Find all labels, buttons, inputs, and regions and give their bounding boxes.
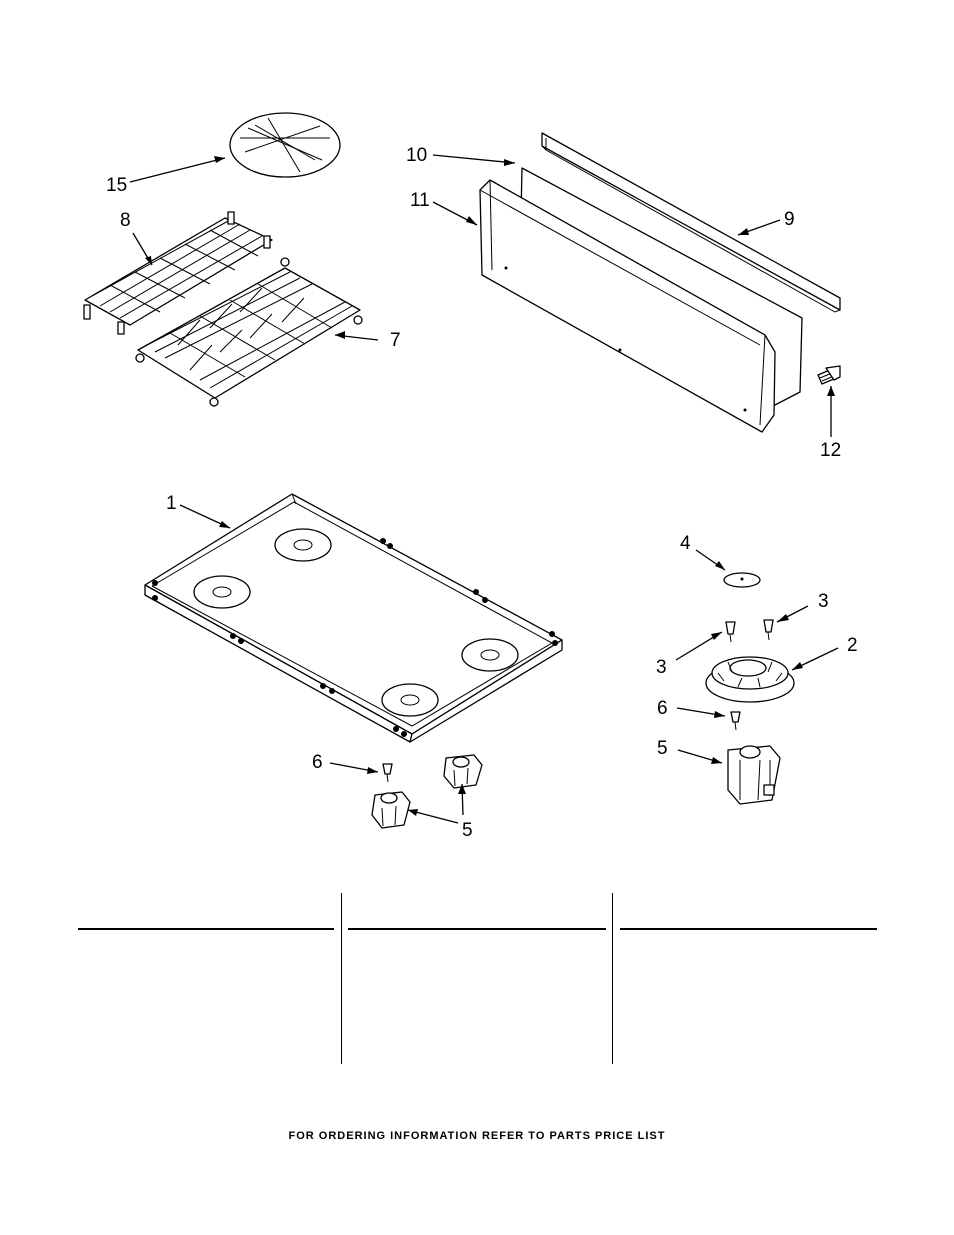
part-11-backguard <box>479 179 776 433</box>
callout-12: 12 <box>820 440 841 461</box>
part-4-burner-cap <box>723 572 761 588</box>
part-3-screw <box>763 619 774 641</box>
part-7-grate <box>135 257 363 407</box>
part-12-screw <box>817 365 841 385</box>
burner-opening <box>274 528 332 562</box>
callout-15: 15 <box>106 175 127 196</box>
callout-3-right: 3 <box>818 591 829 612</box>
callout-2: 2 <box>847 635 858 656</box>
part-15-round-grate <box>229 112 341 178</box>
column-rule-1 <box>78 928 334 930</box>
part-2-burner-base <box>705 656 795 703</box>
callout-6-right: 6 <box>657 698 668 719</box>
callout-5-center: 5 <box>462 820 473 841</box>
callout-7: 7 <box>390 330 401 351</box>
callout-3-left: 3 <box>656 657 667 678</box>
part-8-grate <box>83 211 273 335</box>
callout-9: 9 <box>784 209 795 230</box>
burner-opening <box>193 575 251 609</box>
part-3-screw <box>725 621 736 643</box>
part-9-backguard-trim <box>541 132 841 313</box>
column-rule-2 <box>348 928 606 930</box>
part-6-screw <box>730 711 741 731</box>
callout-8: 8 <box>120 210 131 231</box>
burner-opening <box>381 683 439 717</box>
callout-5-right: 5 <box>657 738 668 759</box>
part-5-valve-bracket <box>443 754 483 789</box>
callout-labels: 15 8 7 10 11 9 12 1 4 3 3 2 6 5 6 5 <box>106 145 858 841</box>
callout-11: 11 <box>410 190 430 211</box>
column-rule-3 <box>620 928 877 930</box>
column-separator-1 <box>341 893 342 1064</box>
part-1-cooktop <box>144 493 563 743</box>
callout-10: 10 <box>406 145 427 166</box>
callout-1: 1 <box>166 493 177 514</box>
column-separator-2 <box>612 893 613 1064</box>
arrowheads <box>145 156 835 816</box>
part-5-valve-bracket <box>727 745 781 805</box>
callout-6-center: 6 <box>312 752 323 773</box>
part-6-screw <box>382 763 393 783</box>
burner-opening <box>461 638 519 672</box>
ordering-footer: FOR ORDERING INFORMATION REFER TO PARTS … <box>288 1130 666 1142</box>
callout-4: 4 <box>680 533 691 554</box>
part-5-valve-bracket <box>371 791 411 829</box>
